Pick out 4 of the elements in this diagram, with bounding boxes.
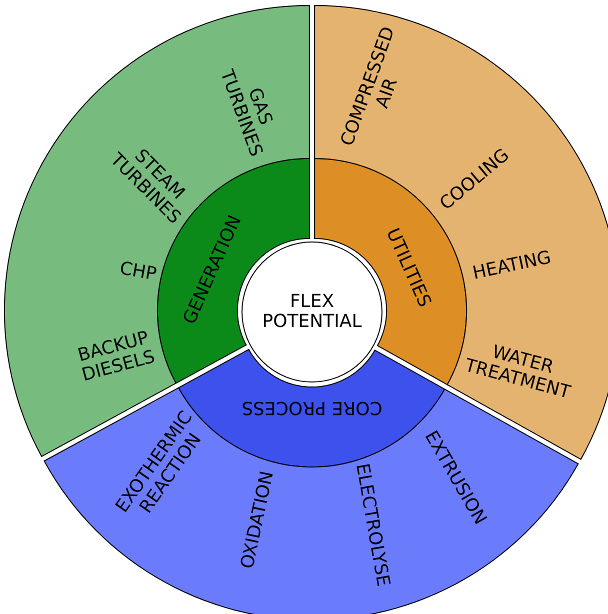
item-label: HEATING [471, 248, 553, 284]
center-label: FLEX POTENTIAL [262, 292, 362, 332]
item-label: CHP [118, 258, 158, 286]
category-label: CORE PROCESS [242, 396, 382, 418]
